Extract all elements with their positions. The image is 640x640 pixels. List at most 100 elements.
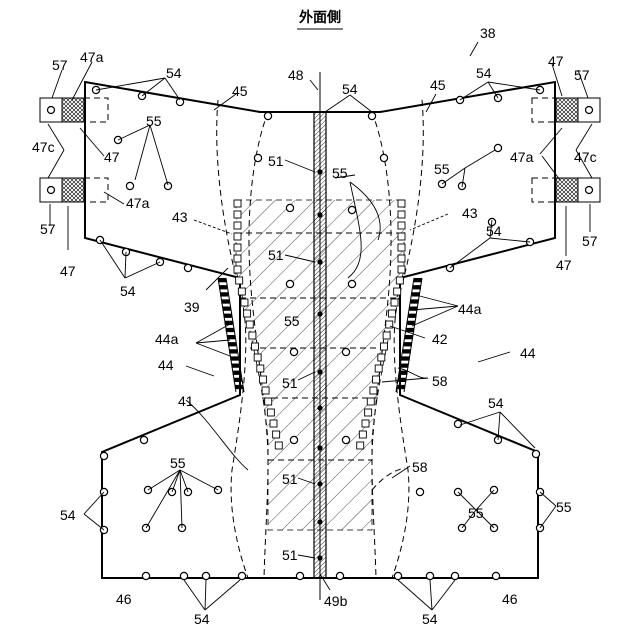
elastic-segment (413, 285, 421, 289)
edge-square (362, 420, 369, 427)
emboss-point (142, 572, 149, 579)
label-48: 48 (288, 67, 304, 83)
label-54-lower-right: 54 (488, 395, 504, 411)
label-55-right-side: 55 (556, 499, 572, 515)
edge-square (398, 266, 405, 273)
center-dot (317, 481, 322, 486)
elastic-segment (226, 328, 234, 332)
edge-square (234, 244, 241, 251)
label-44-right: 44 (520, 345, 536, 361)
label-51-5: 51 (282, 547, 298, 563)
label-54-right-side: 54 (486, 223, 502, 239)
label-46-right: 46 (502, 591, 518, 607)
edge-square (241, 299, 248, 306)
center-dot (317, 311, 322, 316)
emboss-point (426, 572, 433, 579)
label-54-top-right: 54 (476, 65, 492, 81)
elastic-segment (223, 307, 231, 311)
emboss-point (202, 572, 209, 579)
edge-square (398, 233, 405, 240)
label-47c-right: 47c (574, 149, 597, 165)
edge-square (262, 387, 269, 394)
center-dot (317, 169, 322, 174)
emboss-point (348, 206, 355, 213)
edge-square (246, 321, 253, 328)
elastic-segment (229, 349, 237, 353)
label-57-lower-right: 57 (582, 233, 598, 249)
label-47-upper-left: 47 (104, 149, 120, 165)
fastener-lower-left (40, 178, 108, 202)
edge-square (394, 288, 401, 295)
edge-square (398, 255, 405, 262)
edge-square (234, 222, 241, 229)
emboss-point (348, 280, 355, 287)
edge-square (365, 409, 372, 416)
label-55-upper-left: 55 (146, 113, 162, 129)
elastic-segment (404, 342, 412, 346)
edge-square (357, 442, 364, 449)
center-dot (317, 445, 322, 450)
emboss-point (454, 420, 461, 427)
edge-square (267, 409, 274, 416)
label-44a-right: 44a (458, 301, 482, 317)
emboss-point (368, 112, 375, 119)
center-dot (317, 259, 322, 264)
emboss-point (296, 572, 303, 579)
edge-square (244, 310, 251, 317)
emboss-point (286, 280, 293, 287)
label-55-lower-left: 55 (170, 455, 186, 471)
edge-square (398, 211, 405, 218)
label-47-upper-right: 47 (548, 53, 564, 69)
edge-square (249, 332, 256, 339)
edge-square (265, 398, 272, 405)
edge-square (275, 442, 282, 449)
emboss-point (180, 572, 187, 579)
emboss-point (532, 450, 539, 457)
elastic-segment (230, 356, 238, 360)
edge-square (398, 244, 405, 251)
edge-square (254, 354, 261, 361)
label-44-left: 44 (158, 357, 174, 373)
label-44a-left: 44a (155, 331, 179, 347)
elastic-segment (233, 371, 241, 375)
emboss-point (451, 572, 458, 579)
label-58-right: 58 (432, 373, 448, 389)
elastic-segment (414, 278, 422, 282)
emboss-point (336, 572, 343, 579)
elastic-segment (235, 385, 243, 389)
edge-square (370, 387, 377, 394)
label-47a-upper-right: 47a (510, 149, 534, 165)
label-58-lower: 58 (412, 459, 428, 475)
emboss-point (342, 348, 349, 355)
label-51-4: 51 (282, 471, 298, 487)
label-54-top-center: 54 (342, 81, 358, 97)
label-39: 39 (184, 299, 200, 315)
elastic-segment (407, 321, 415, 325)
emboss-point (140, 436, 147, 443)
elastic-segment (399, 371, 407, 375)
label-47-lower-left: 47 (60, 263, 76, 279)
edge-square (359, 431, 366, 438)
line-58-lower (372, 468, 405, 490)
edge-square (234, 266, 241, 273)
edge-square (398, 222, 405, 229)
edge-square (252, 343, 259, 350)
edge-square (388, 310, 395, 317)
label-57-upper-right: 57 (574, 67, 590, 83)
elastic-segment (232, 364, 240, 368)
center-dot (317, 555, 322, 560)
elastic-segment (401, 364, 409, 368)
label-57-upper-left: 57 (52, 57, 68, 73)
label-47a-lower-left: 47a (126, 195, 150, 211)
elastic-segment (411, 299, 419, 303)
label-45-right: 45 (430, 77, 446, 93)
label-42: 42 (432, 331, 448, 347)
edge-square (383, 332, 390, 339)
emboss-point (416, 488, 423, 495)
edge-square (257, 365, 264, 372)
emboss-point (380, 154, 387, 161)
label-49b: 49b (324, 593, 348, 609)
edge-square (398, 200, 405, 207)
edge-square (273, 431, 280, 438)
label-51-2: 51 (268, 247, 284, 263)
